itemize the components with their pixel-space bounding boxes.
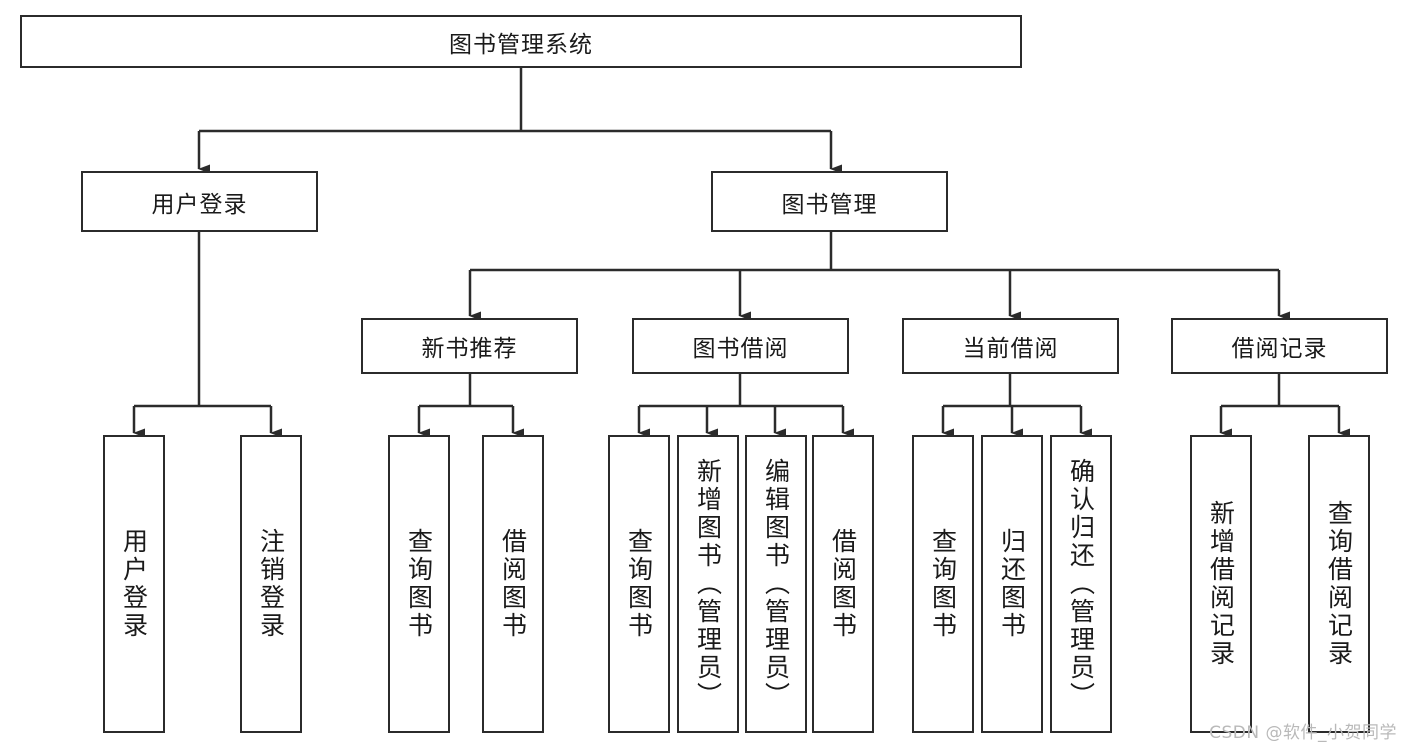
node-leaf-query-book-2[interactable]: 查询图书: [608, 435, 670, 733]
node-leaf-confirm-return-label: 确认归还（管理员）: [1066, 458, 1096, 710]
node-leaf-borrow-book-2-label: 借阅图书: [828, 528, 858, 640]
node-leaf-borrow-book-1[interactable]: 借阅图书: [482, 435, 544, 733]
node-user-login[interactable]: 用户登录: [81, 171, 318, 232]
node-new-book-recommend-label: 新书推荐: [421, 336, 518, 362]
node-book-manage-label: 图书管理: [781, 191, 878, 218]
node-root[interactable]: 图书管理系统: [20, 15, 1022, 68]
node-leaf-query-borrow-record-label: 查询借阅记录: [1324, 500, 1354, 668]
node-user-login-label: 用户登录: [151, 191, 248, 218]
node-leaf-borrow-book-2[interactable]: 借阅图书: [812, 435, 874, 733]
node-leaf-add-book-label: 新增图书（管理员）: [693, 458, 723, 710]
node-current-borrow-label: 当前借阅: [962, 336, 1059, 362]
node-book-borrow[interactable]: 图书借阅: [632, 318, 849, 374]
node-borrow-record-label: 借阅记录: [1231, 336, 1328, 362]
node-leaf-query-book-3[interactable]: 查询图书: [912, 435, 974, 733]
node-leaf-return-book[interactable]: 归还图书: [981, 435, 1043, 733]
node-book-manage[interactable]: 图书管理: [711, 171, 948, 232]
node-book-borrow-label: 图书借阅: [692, 336, 789, 362]
node-leaf-query-book-3-label: 查询图书: [928, 528, 958, 640]
node-leaf-query-book-1[interactable]: 查询图书: [388, 435, 450, 733]
node-root-label: 图书管理系统: [449, 31, 593, 58]
node-leaf-user-login[interactable]: 用户登录: [103, 435, 165, 733]
node-leaf-logout-login-label: 注销登录: [256, 528, 286, 640]
node-leaf-edit-book-label: 编辑图书（管理员）: [761, 458, 791, 710]
node-leaf-add-book[interactable]: 新增图书（管理员）: [677, 435, 739, 733]
node-borrow-record[interactable]: 借阅记录: [1171, 318, 1388, 374]
node-current-borrow[interactable]: 当前借阅: [902, 318, 1119, 374]
node-leaf-query-book-2-label: 查询图书: [624, 528, 654, 640]
node-new-book-recommend[interactable]: 新书推荐: [361, 318, 578, 374]
node-leaf-confirm-return[interactable]: 确认归还（管理员）: [1050, 435, 1112, 733]
watermark-text: CSDN @软件_小贺同学: [1209, 723, 1397, 743]
node-leaf-logout-login[interactable]: 注销登录: [240, 435, 302, 733]
node-leaf-add-borrow-record[interactable]: 新增借阅记录: [1190, 435, 1252, 733]
node-leaf-return-book-label: 归还图书: [997, 528, 1027, 640]
node-leaf-user-login-label: 用户登录: [119, 528, 149, 640]
node-leaf-query-borrow-record[interactable]: 查询借阅记录: [1308, 435, 1370, 733]
node-leaf-borrow-book-1-label: 借阅图书: [498, 528, 528, 640]
node-leaf-edit-book[interactable]: 编辑图书（管理员）: [745, 435, 807, 733]
node-leaf-query-book-1-label: 查询图书: [404, 528, 434, 640]
node-leaf-add-borrow-record-label: 新增借阅记录: [1206, 500, 1236, 668]
